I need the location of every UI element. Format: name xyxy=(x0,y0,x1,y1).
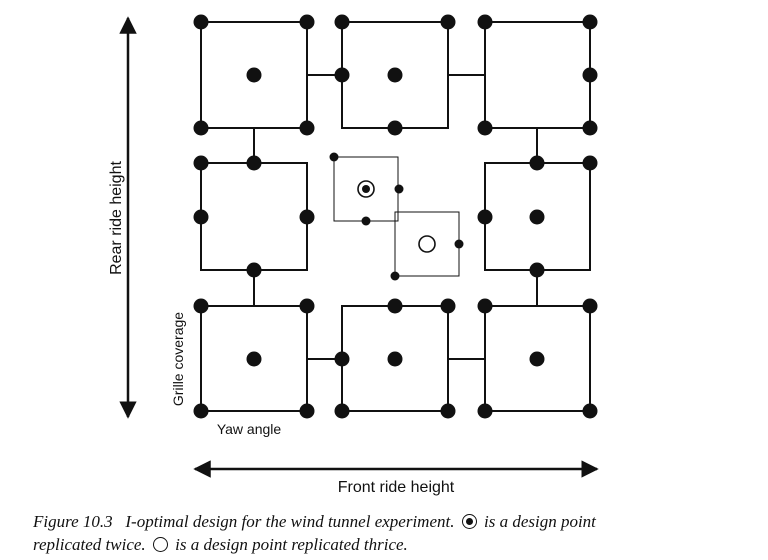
design-point xyxy=(334,403,350,419)
design-point-small xyxy=(329,152,339,162)
design-point xyxy=(387,67,403,83)
design-point xyxy=(529,155,545,171)
design-point xyxy=(477,14,493,30)
design-point xyxy=(440,403,456,419)
rear-ride-height-label: Rear ride height xyxy=(108,161,125,275)
design-point xyxy=(477,298,493,314)
design-point xyxy=(582,67,598,83)
design-point xyxy=(477,120,493,136)
design-point xyxy=(334,351,350,367)
design-point xyxy=(529,262,545,278)
figure-number: Figure 10.3 xyxy=(33,512,113,531)
design-point xyxy=(529,209,545,225)
design-point xyxy=(582,298,598,314)
design-point xyxy=(582,14,598,30)
design-square xyxy=(484,21,591,129)
design-point xyxy=(334,67,350,83)
yaw-angle-label: Yaw angle xyxy=(217,421,282,437)
design-point xyxy=(477,209,493,225)
caption-line-2: replicated twice. is a design point repl… xyxy=(33,533,753,556)
outer-axes: Rear ride height Front ride height Grill… xyxy=(108,16,599,496)
circled-dot-icon xyxy=(357,180,375,198)
design-point xyxy=(193,403,209,419)
design-point xyxy=(246,67,262,83)
design-diagram: Rear ride height Front ride height Grill… xyxy=(108,14,599,496)
design-point xyxy=(477,403,493,419)
caption-text: I-optimal design for the wind tunnel exp… xyxy=(125,512,455,531)
design-point xyxy=(299,298,315,314)
design-point xyxy=(246,351,262,367)
design-point xyxy=(193,298,209,314)
figure-caption: Figure 10.3 I-optimal design for the win… xyxy=(33,510,753,556)
design-point xyxy=(299,14,315,30)
design-point xyxy=(246,262,262,278)
design-points xyxy=(193,14,598,419)
design-point xyxy=(193,155,209,171)
design-point xyxy=(582,403,598,419)
open-circle-icon xyxy=(152,537,168,552)
design-point xyxy=(193,14,209,30)
design-point xyxy=(582,155,598,171)
design-point xyxy=(193,209,209,225)
design-point-small xyxy=(361,216,371,226)
caption-symbol-twice-text: is a design point xyxy=(483,512,596,531)
circled-dot-icon xyxy=(461,514,477,529)
open-circle-icon xyxy=(418,235,436,253)
design-point xyxy=(387,351,403,367)
caption-line2-prefix: replicated twice. xyxy=(33,535,146,554)
design-point xyxy=(246,155,262,171)
replicated-twice-center xyxy=(362,185,370,193)
design-point xyxy=(387,298,403,314)
caption-symbol-thrice-text: is a design point replicated thrice. xyxy=(175,535,408,554)
design-point xyxy=(440,14,456,30)
design-square xyxy=(200,162,308,271)
design-point xyxy=(440,298,456,314)
grille-coverage-label: Grille coverage xyxy=(170,312,186,406)
design-point xyxy=(334,14,350,30)
center-squares xyxy=(333,156,460,277)
design-point xyxy=(193,120,209,136)
design-point xyxy=(299,403,315,419)
design-point-small xyxy=(454,239,464,249)
front-ride-height-label: Front ride height xyxy=(338,479,455,496)
design-point xyxy=(299,209,315,225)
design-point xyxy=(529,351,545,367)
design-point xyxy=(299,120,315,136)
design-point-small xyxy=(390,271,400,281)
caption-line-1: Figure 10.3 I-optimal design for the win… xyxy=(33,510,753,533)
design-point-small xyxy=(394,184,404,194)
center-square xyxy=(394,211,460,277)
design-point xyxy=(582,120,598,136)
design-point xyxy=(387,120,403,136)
